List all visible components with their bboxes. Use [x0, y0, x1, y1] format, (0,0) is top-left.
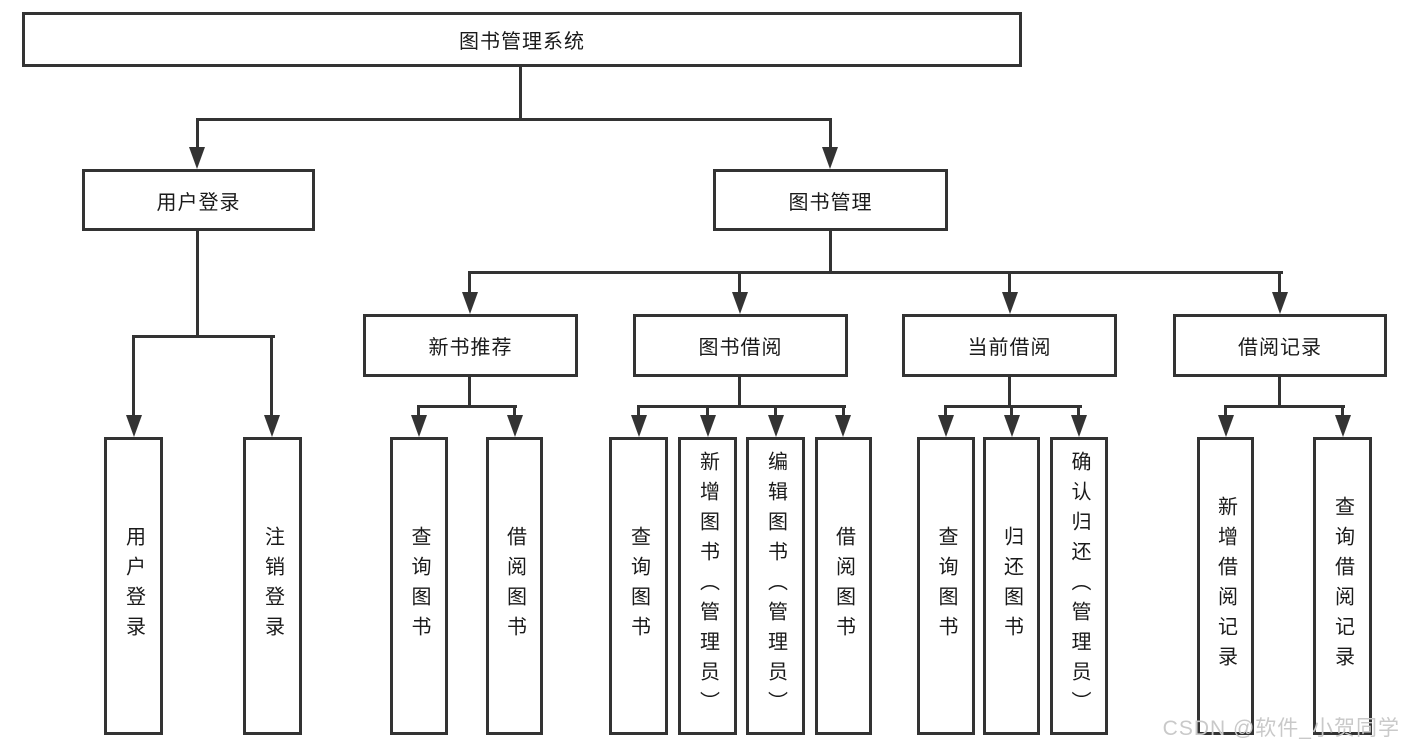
arrow-down-icon — [507, 415, 523, 437]
arrow-down-icon — [1004, 415, 1020, 437]
connector-line — [829, 118, 832, 150]
arrow-down-icon — [1335, 415, 1351, 437]
connector-line — [1224, 405, 1227, 418]
connector-line — [738, 377, 741, 408]
arrow-down-icon — [264, 415, 280, 437]
connector-line — [132, 335, 135, 418]
node-user-login: 用户登录 — [82, 169, 315, 231]
connector-line — [1010, 405, 1013, 418]
connector-line — [774, 405, 777, 418]
csdn-watermark: CSDN @软件_小贺同学 — [1162, 717, 1400, 740]
connector-line — [738, 271, 741, 295]
connector-line — [270, 335, 273, 418]
leaf-logout: 注销登录 — [243, 437, 302, 735]
arrow-down-icon — [1071, 415, 1087, 437]
leaf-newbook-query: 查询图书 — [390, 437, 448, 735]
arrow-down-icon — [768, 415, 784, 437]
leaf-user-login: 用户登录 — [104, 437, 163, 735]
connector-line — [132, 335, 275, 338]
node-book-borrow: 图书借阅 — [633, 314, 848, 377]
node-root: 图书管理系统 — [22, 12, 1022, 67]
connector-line — [1278, 271, 1281, 295]
node-borrow-record: 借阅记录 — [1173, 314, 1387, 377]
connector-line — [637, 405, 846, 408]
arrow-down-icon — [938, 415, 954, 437]
connector-line — [1224, 405, 1345, 408]
node-current-borrow: 当前借阅 — [902, 314, 1117, 377]
connector-line — [637, 405, 640, 418]
connector-line — [468, 271, 1283, 274]
connector-line — [468, 377, 471, 408]
connector-line — [417, 405, 517, 408]
leaf-newbook-borrow: 借阅图书 — [486, 437, 543, 735]
node-book-mgmt: 图书管理 — [713, 169, 948, 231]
connector-line — [468, 271, 471, 295]
connector-line — [1077, 405, 1080, 418]
arrow-down-icon — [835, 415, 851, 437]
leaf-borrow-query: 查询图书 — [609, 437, 668, 735]
connector-line — [417, 405, 420, 418]
arrow-down-icon — [1272, 292, 1288, 314]
leaf-borrow-add: 新增图书（管理员） — [678, 437, 737, 735]
leaf-borrow-edit: 编辑图书（管理员） — [746, 437, 805, 735]
connector-line — [196, 118, 199, 150]
arrow-down-icon — [462, 292, 478, 314]
arrow-down-icon — [1002, 292, 1018, 314]
connector-line — [829, 231, 832, 274]
leaf-current-query: 查询图书 — [917, 437, 975, 735]
leaf-current-return: 归还图书 — [983, 437, 1040, 735]
arrow-down-icon — [631, 415, 647, 437]
connector-line — [842, 405, 845, 418]
connector-line — [706, 405, 709, 418]
connector-line — [513, 405, 516, 418]
arrow-down-icon — [700, 415, 716, 437]
arrow-down-icon — [1218, 415, 1234, 437]
connector-line — [196, 231, 199, 338]
connector-line — [1008, 271, 1011, 295]
leaf-current-confirm: 确认归还（管理员） — [1050, 437, 1108, 735]
arrow-down-icon — [822, 147, 838, 169]
leaf-record-query: 查询借阅记录 — [1313, 437, 1372, 735]
arrow-down-icon — [411, 415, 427, 437]
connector-line — [944, 405, 1082, 408]
connector-line — [196, 118, 832, 121]
arrow-down-icon — [126, 415, 142, 437]
connector-line — [1278, 377, 1281, 408]
leaf-record-add: 新增借阅记录 — [1197, 437, 1254, 735]
leaf-borrow-book: 借阅图书 — [815, 437, 872, 735]
node-new-book: 新书推荐 — [363, 314, 578, 377]
connector-line — [1341, 405, 1344, 418]
arrow-down-icon — [189, 147, 205, 169]
arrow-down-icon — [732, 292, 748, 314]
connector-line — [519, 67, 522, 118]
connector-line — [944, 405, 947, 418]
connector-line — [1008, 377, 1011, 408]
